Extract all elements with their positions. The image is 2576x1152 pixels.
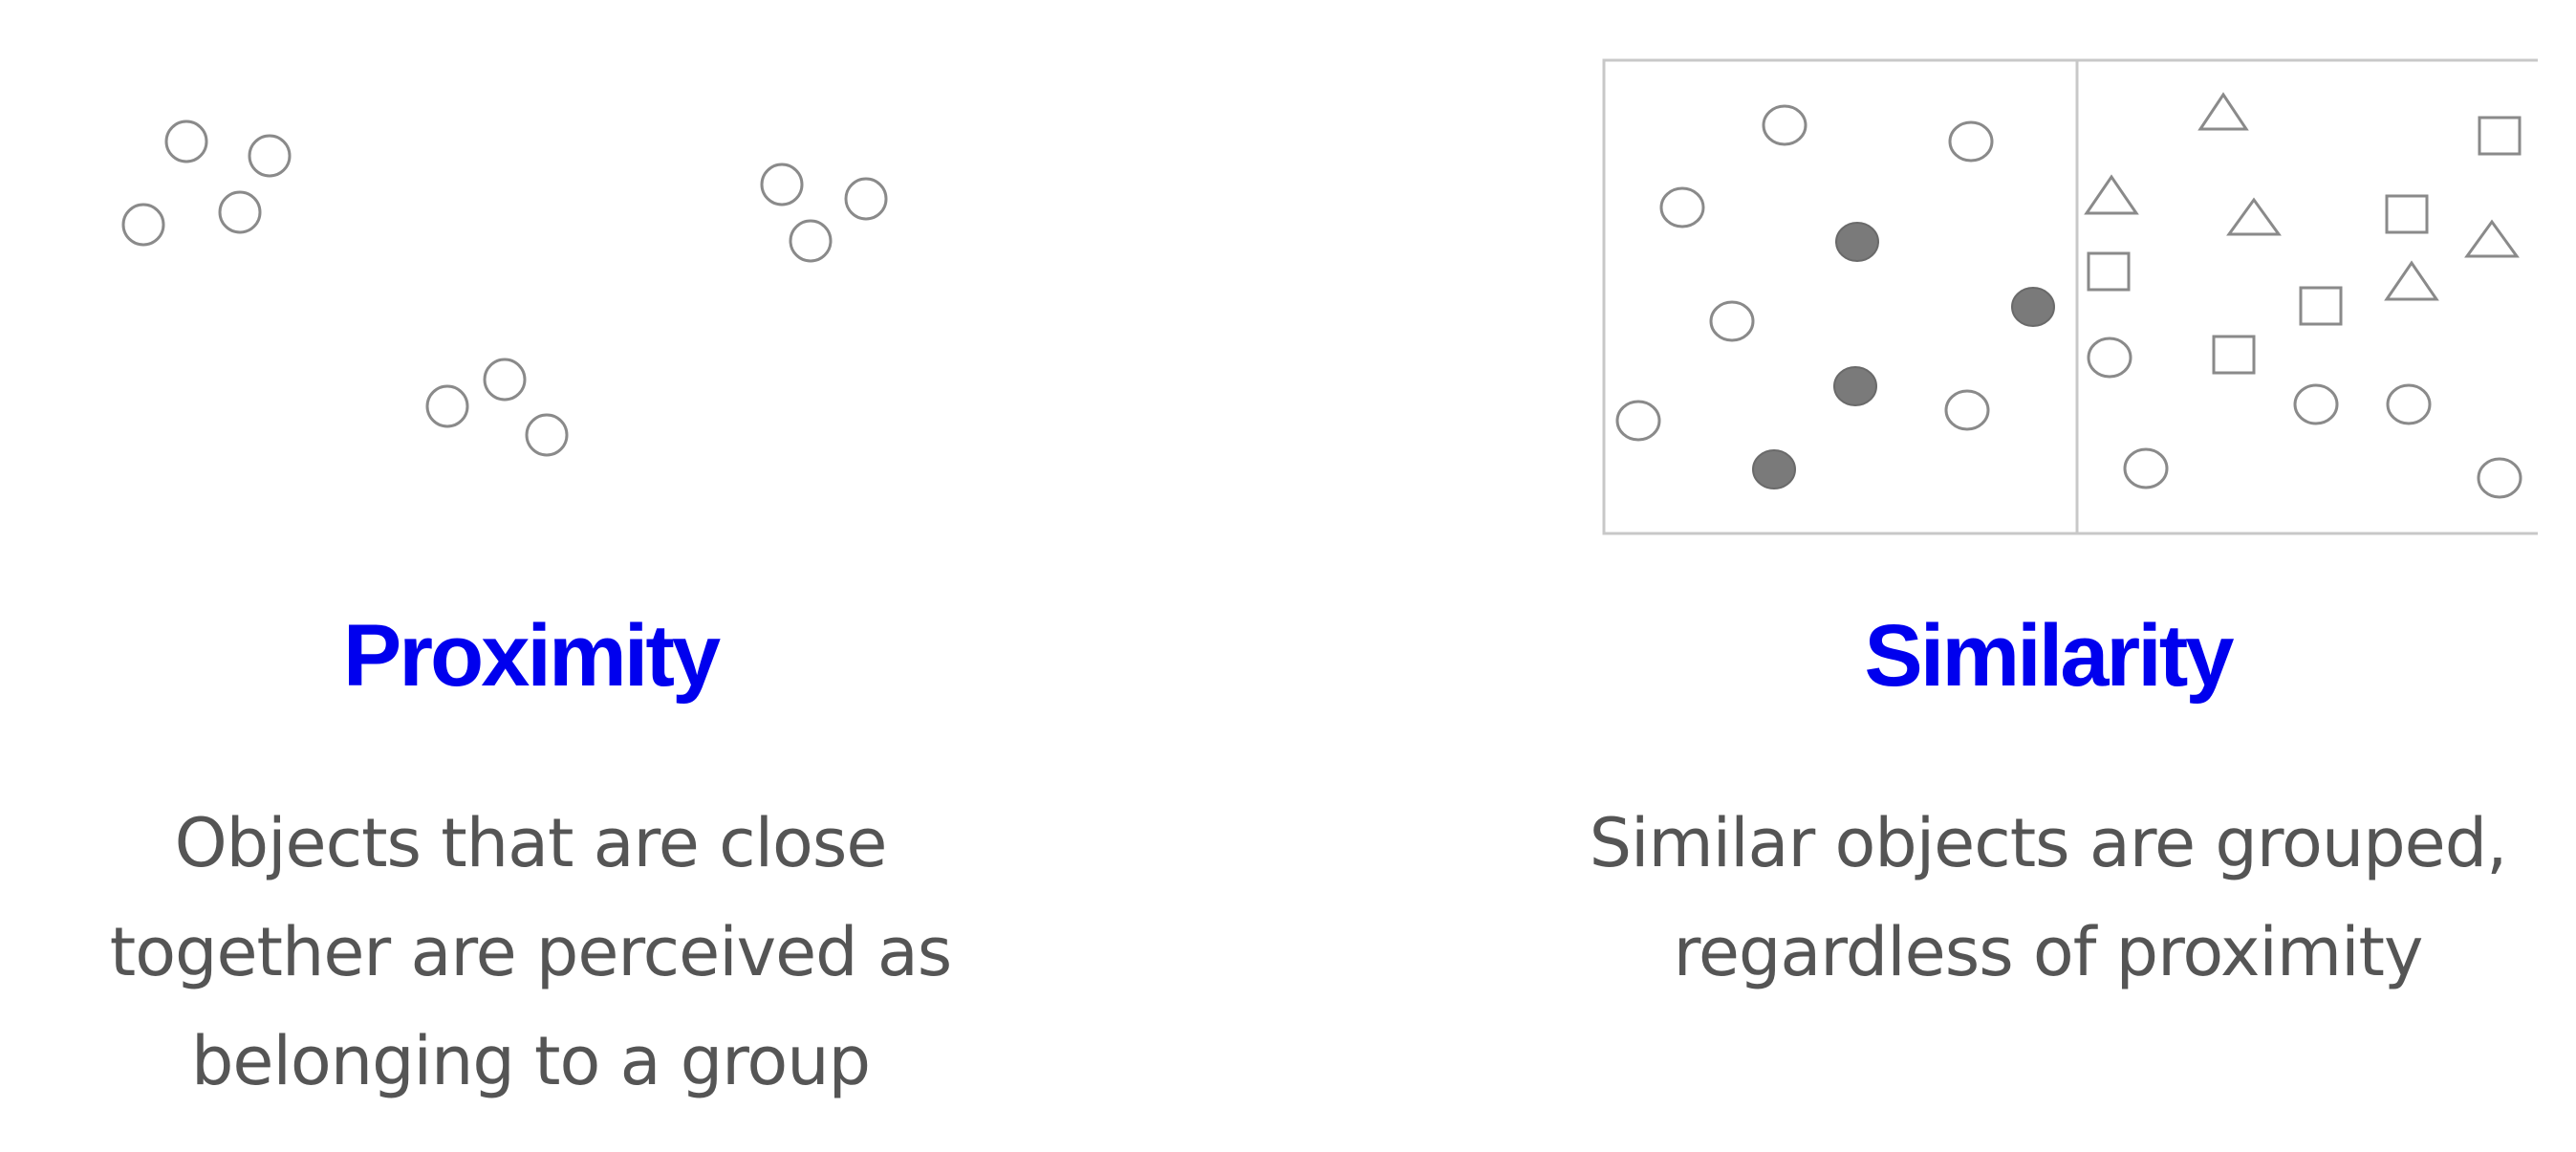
filled-circle-shape — [1752, 449, 1796, 489]
circle-shape — [760, 163, 804, 206]
similarity-illustration — [1602, 58, 2538, 535]
circle-shape — [248, 134, 292, 178]
similarity-panel: Similarity Similar objects are grouped, … — [1520, 0, 2576, 1152]
description-line: together are perceived as — [109, 913, 952, 991]
circle-shape — [121, 203, 165, 247]
circle-shape — [1944, 389, 1990, 431]
circle-shape — [1615, 400, 1661, 442]
circle-shape — [525, 413, 569, 457]
filled-circle-shape — [1833, 366, 1877, 406]
circle-shape — [164, 120, 208, 163]
circle-shape — [218, 190, 262, 234]
left-frame — [1602, 58, 2079, 535]
right-frame — [2075, 58, 2538, 535]
filled-circle-shape — [1835, 222, 1879, 262]
square-shape — [2478, 116, 2522, 156]
filled-circle-shape — [2011, 287, 2055, 327]
circle-shape — [2293, 383, 2339, 425]
triangle-shape — [2084, 174, 2139, 215]
proximity-title: Proximity — [342, 607, 721, 705]
square-shape — [2385, 194, 2429, 234]
circle-shape — [2477, 457, 2522, 499]
description-line: belonging to a group — [190, 1022, 871, 1100]
description-line: regardless of proximity — [1673, 913, 2424, 991]
circle-shape — [844, 177, 888, 221]
circle-shape — [2123, 447, 2169, 489]
circle-shape — [789, 219, 833, 263]
description-line: Objects that are close — [174, 804, 888, 882]
circle-shape — [1659, 186, 1705, 228]
triangle-shape — [2226, 197, 2282, 236]
similarity-title: Similarity — [1864, 607, 2234, 705]
circle-shape — [2087, 337, 2132, 379]
proximity-illustration — [121, 120, 888, 457]
triangle-shape — [2384, 260, 2439, 301]
description-line: Similar objects are grouped, — [1589, 804, 2508, 882]
circle-shape — [1762, 104, 1808, 146]
circle-shape — [425, 384, 469, 428]
square-shape — [2299, 286, 2343, 326]
proximity-description: Objects that are close together are perc… — [0, 789, 1061, 1116]
circle-shape — [1948, 120, 1994, 163]
square-shape — [2212, 335, 2256, 375]
similarity-description: Similar objects are grouped, regardless … — [1520, 789, 2576, 1007]
circle-shape — [483, 358, 527, 402]
proximity-panel: Proximity Objects that are close togethe… — [0, 0, 1061, 1152]
triangle-shape — [2464, 219, 2520, 258]
triangle-shape — [2197, 92, 2249, 131]
circle-shape — [1709, 300, 1755, 342]
circle-shape — [2386, 383, 2432, 425]
square-shape — [2087, 251, 2131, 292]
